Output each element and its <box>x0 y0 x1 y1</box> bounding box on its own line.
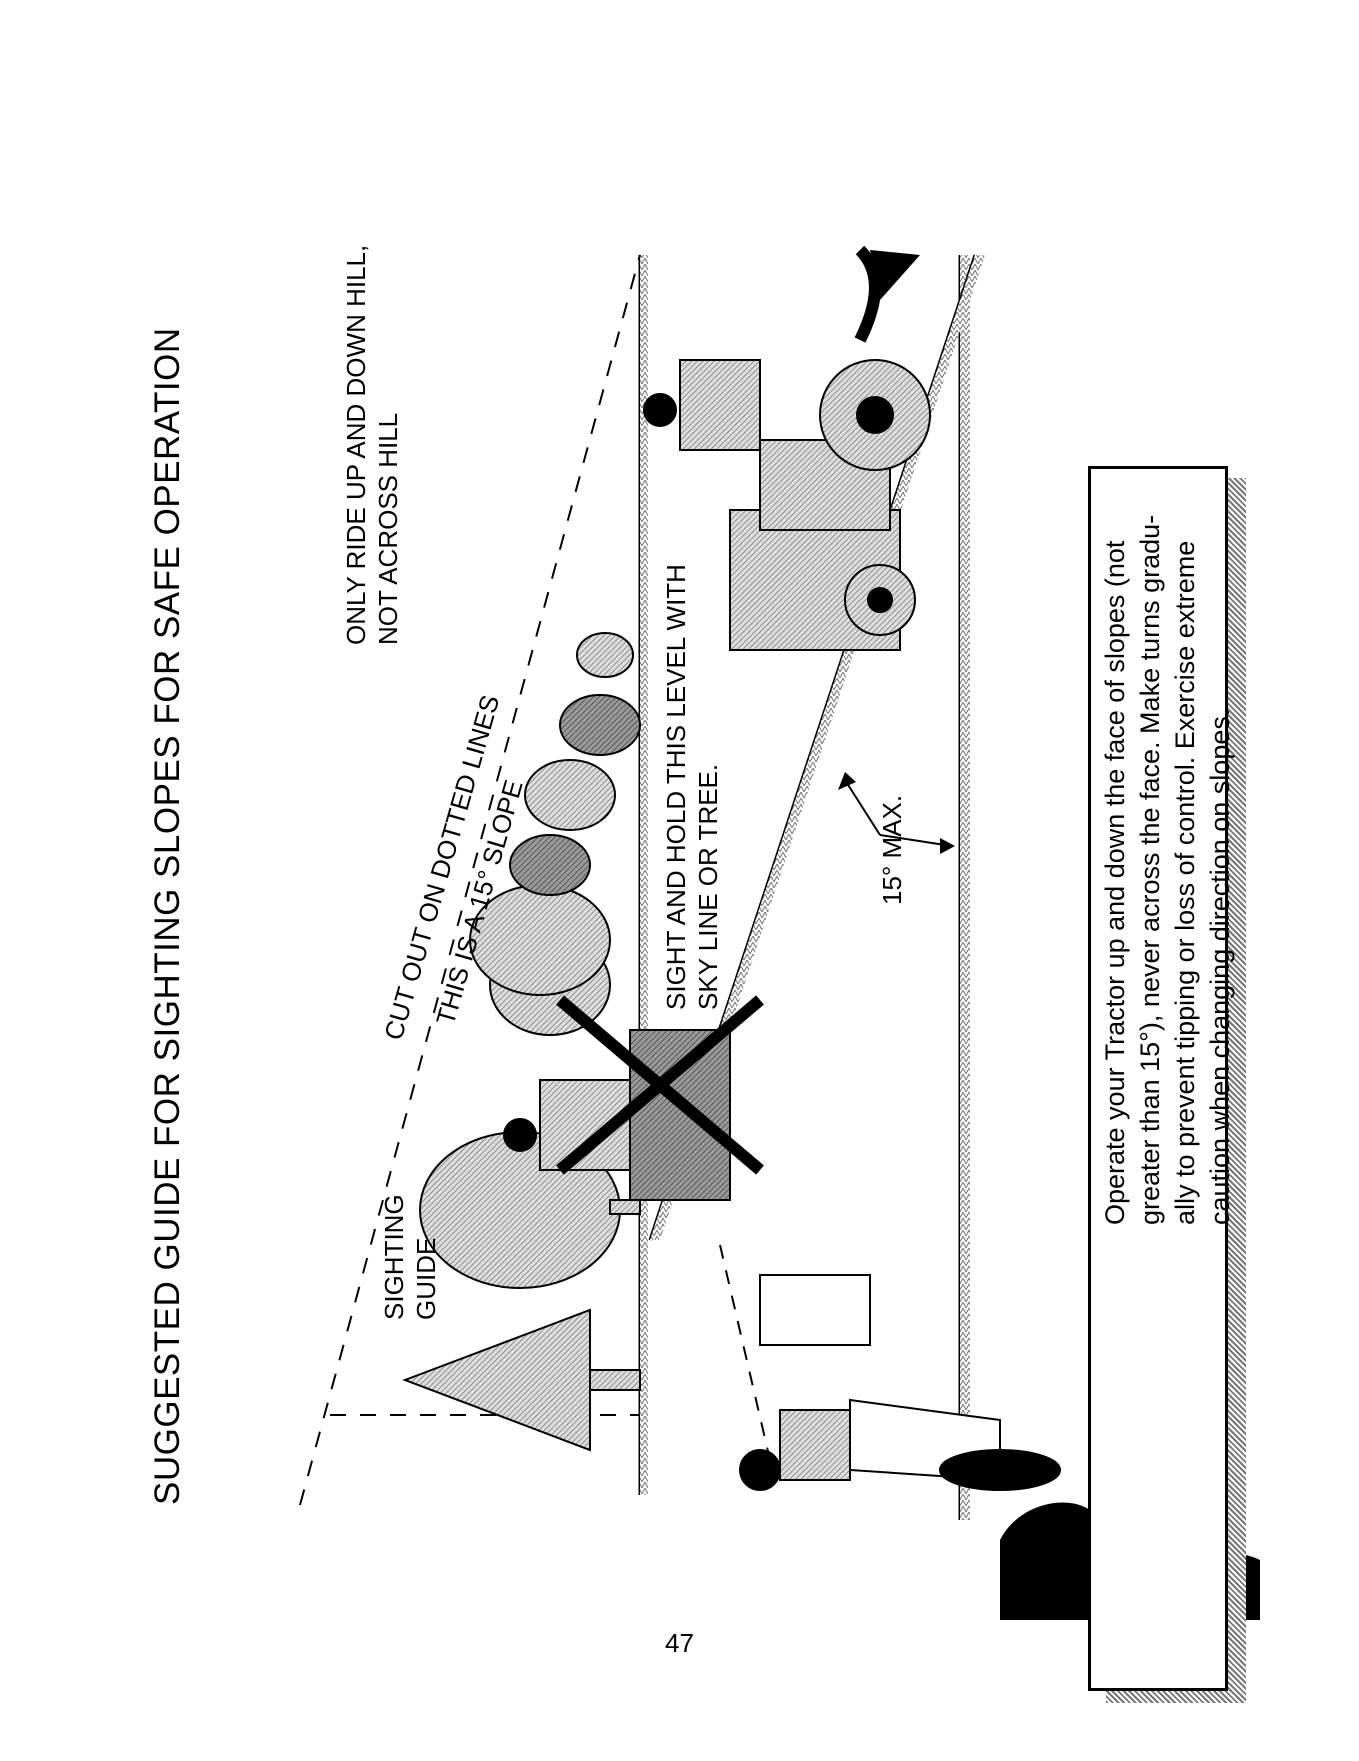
tree-icon <box>576 632 634 678</box>
slope-ground-strip <box>650 255 985 1240</box>
dotted-cut-line <box>299 254 641 1506</box>
tractor-up-down-icon <box>643 359 931 651</box>
person-sighting-icon <box>739 1274 1061 1491</box>
pine-tree-icon <box>402 1308 591 1452</box>
warning-text: Operate your Tractor up and down the fac… <box>1100 514 1235 1225</box>
level-ground-strip <box>640 255 648 1495</box>
warning-box <box>1088 466 1228 1691</box>
ride-instruction-label: ONLY RIDE UP AND DOWN HILL,NOT ACROSS HI… <box>341 244 403 645</box>
tree-icon <box>559 694 641 756</box>
max-angle-label: 15° MAX. <box>877 794 907 905</box>
tree-icon <box>524 759 616 831</box>
dotted-sight-line <box>719 1244 771 1461</box>
angle-arrow-icon <box>844 779 881 836</box>
ground-strip <box>960 255 970 1520</box>
page-number: 47 <box>665 1628 694 1658</box>
tree-group <box>402 632 641 1452</box>
tractor-across-hill-icon <box>503 995 764 1201</box>
tree-icon <box>509 834 591 896</box>
direction-arrow-icon <box>854 245 881 343</box>
